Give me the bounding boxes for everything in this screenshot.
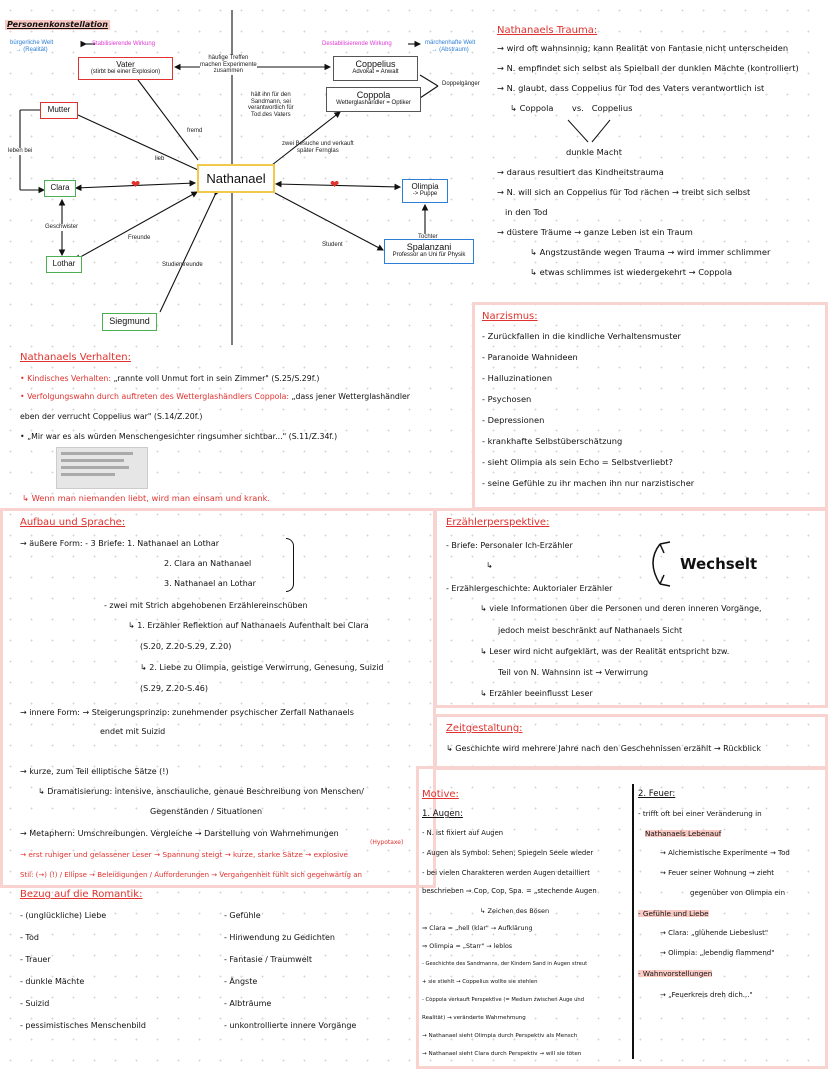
motive-sub: 1. Augen:	[422, 809, 463, 819]
node-coppola: Coppola Wetterglashändler = Optiker	[326, 87, 421, 112]
node-coppelius: Coppelius Advokat = Anwalt	[333, 56, 418, 81]
brace	[286, 538, 294, 592]
romantik-heading: Bezug auf die Romantik:	[20, 889, 143, 900]
verhalten-line2: • Verfolgungswahn durch auftreten des We…	[20, 392, 411, 401]
quote-sticky-image	[56, 447, 148, 489]
label-treffen: häufige Treffen machen Experimente zusam…	[200, 55, 257, 75]
label-fremd: fremd	[187, 128, 203, 134]
label-destabilisierend: Destabilisierende Wirkung	[322, 41, 392, 47]
trauma-diverge-lines	[567, 119, 611, 143]
node-vater: Vater (stirbt bei einer Explosion)	[78, 57, 173, 80]
wechselt-label: Wechselt	[680, 555, 758, 573]
label-maerchenhafte-welt: märchenhafte Welt → (Abstraum)	[425, 40, 476, 53]
verhalten-heading: Nathanaels Verhalten:	[20, 352, 131, 363]
motive-divider	[632, 784, 634, 1059]
label-freunde: Freunde	[128, 235, 151, 241]
node-spalanzani: Spalanzani Professor an Uni für Physik	[384, 239, 474, 264]
verhalten-line1: • Kindisches Verhalten: „rannte voll Unm…	[20, 374, 320, 383]
verhalten-line4: • „Mir war es als würden Menschengesicht…	[20, 432, 338, 441]
label-lieb: lieb	[155, 156, 165, 162]
node-olimpia: Olimpia -> Puppe	[402, 179, 448, 203]
trauma-heading: Nathanaels Trauma:	[497, 25, 598, 36]
erzaehler-heading: Erzählerperspektive:	[446, 517, 550, 528]
label-geschwister: Geschwister	[45, 224, 79, 231]
node-clara: Clara	[44, 180, 76, 197]
heart-icon: ❤	[131, 178, 141, 191]
label-student: Student	[322, 242, 343, 248]
node-siegmund: Siegmund	[102, 313, 157, 331]
heart-icon: ❤	[330, 178, 340, 191]
zeit-line: ↳ Geschichte wird mehrere Jahre nach den…	[446, 744, 762, 753]
label-stabilisierend: Stabilisierende Wirkung	[92, 41, 156, 47]
label-doppelgaenger: Doppelgänger	[442, 81, 480, 87]
label-besuche: zwei Besuche und verkauft später Ferngla…	[282, 141, 354, 154]
label-buergerliche-welt: bürgerliche Welt → (Realität)	[10, 40, 54, 53]
wechselt-arrow	[652, 541, 671, 587]
motive-panel	[416, 766, 828, 1069]
verhalten-conclusion: ↳ Wenn man niemanden liebt, wird man ein…	[22, 493, 271, 503]
erzaehler-panel	[434, 508, 828, 708]
narzissmus-heading: Narzismus:	[482, 311, 538, 322]
feuer-heading: 2. Feuer:	[638, 789, 676, 799]
motive-heading: Motive:	[422, 789, 459, 800]
zeit-heading: Zeitgestaltung:	[446, 723, 523, 734]
label-haelt: hält ihn für den Sandmann, sei verantwor…	[248, 92, 294, 118]
label-leben-bei: leben bei	[8, 148, 33, 155]
label-studienfreunde: Studienfreunde	[162, 262, 203, 268]
node-mutter: Mutter	[40, 102, 78, 119]
verhalten-line3: eben der verrucht Coppelius war" (S.14/Z…	[20, 412, 203, 421]
diagram-title: Personenkonstellation	[5, 20, 110, 30]
node-nathanael: Nathanael	[197, 164, 275, 193]
aufbau-heading: Aufbau und Sprache:	[20, 517, 126, 528]
node-lothar: Lothar	[46, 256, 82, 273]
label-tochter: Tochter	[418, 234, 438, 241]
